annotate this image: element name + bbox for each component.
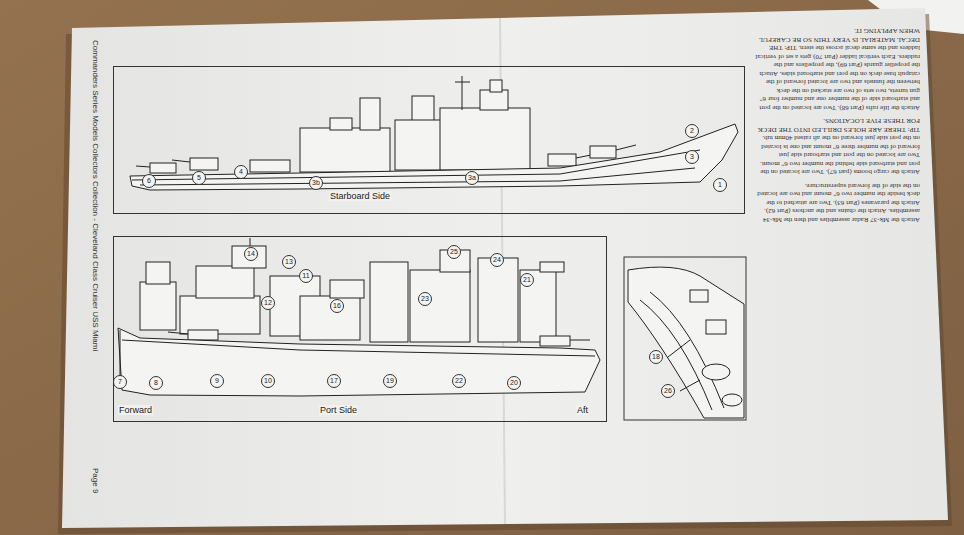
callout-number: 4 [234, 165, 248, 179]
callout-number: 25 [447, 245, 461, 259]
callout-number: 2 [685, 124, 699, 138]
view-label: Aft [576, 405, 589, 415]
callout-number: 12 [261, 296, 275, 310]
callout-number: 22 [452, 374, 466, 388]
instruction-text: Attach the Mk-37 Radar assemblies and th… [755, 22, 920, 224]
view-label: Starboard Side [329, 191, 391, 201]
view-panel: Starboard Side [113, 66, 745, 214]
callout-number: 3b [309, 176, 323, 190]
callout-number: 24 [490, 253, 504, 267]
starboard-ship [130, 76, 738, 190]
callout-number: 6 [142, 174, 156, 188]
callout-number: 18 [649, 350, 663, 364]
callout-number: 26 [661, 384, 675, 398]
callout-number: 5 [192, 171, 206, 185]
callout-number: 23 [418, 292, 432, 306]
callout-number: 20 [507, 376, 521, 390]
inset-panel [624, 257, 746, 420]
callout-number: 10 [261, 374, 275, 388]
callout-number: 19 [383, 374, 397, 388]
callout-number: 21 [520, 273, 534, 287]
paper-sheet [62, 8, 948, 528]
page-number: Page 9 [91, 468, 100, 493]
view-panel: Forward Port Side Aft [113, 236, 607, 422]
callout-number: 3a [465, 171, 479, 185]
port-ship [118, 238, 600, 396]
callout-number: 11 [299, 269, 313, 283]
callout-number: 17 [327, 374, 341, 388]
instruction-paragraph: Attach the cargo booms (part 67). Two ar… [755, 117, 920, 177]
callout-number: 7 [113, 375, 127, 389]
callout-number: 13 [282, 255, 296, 269]
instruction-paragraph: Attach the Mk-37 Radar assemblies and th… [755, 182, 920, 225]
instruction-paragraph: Attach the life rafts (Part 68). Two are… [755, 27, 920, 112]
callout-number: 16 [330, 299, 344, 313]
view-label: Forward [118, 405, 153, 415]
callout-number: 14 [244, 247, 258, 261]
callout-number: 3 [685, 150, 699, 164]
page-footer: Commanders Series Models Collectors Coll… [91, 40, 100, 351]
callout-number: 1 [713, 178, 727, 192]
callout-number: 8 [149, 376, 163, 390]
callout-number: 9 [210, 374, 224, 388]
inset-bow-detail [628, 267, 744, 418]
view-label: Port Side [319, 405, 358, 415]
